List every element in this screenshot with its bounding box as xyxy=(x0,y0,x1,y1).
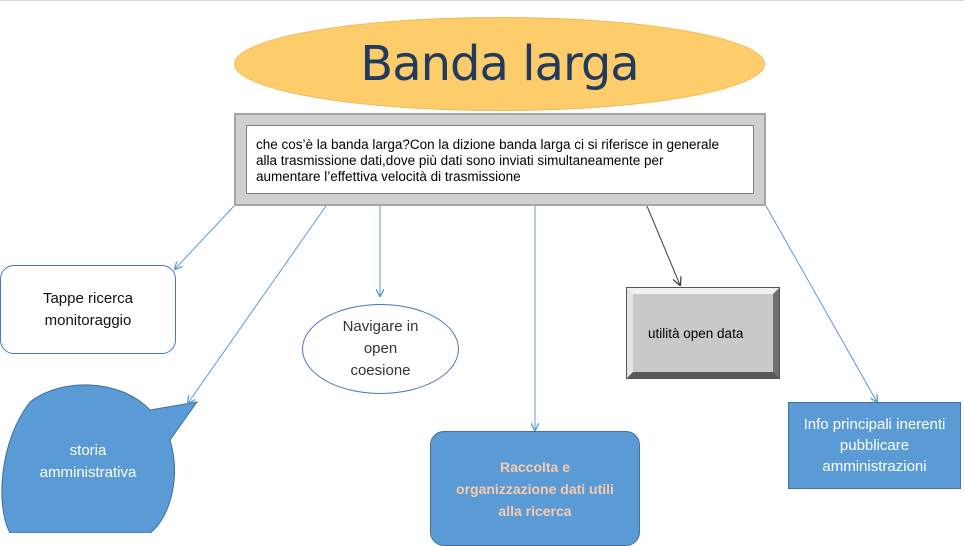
connector-open-data xyxy=(646,205,680,285)
node-info-line: pubblicare xyxy=(839,437,910,454)
node-info-line: amministrazioni xyxy=(822,458,927,475)
connector-info xyxy=(765,205,877,402)
definition-line: alla trasmissione dati,dove più dati son… xyxy=(256,153,664,168)
definition-text-area: che cos’è la banda larga?Con la dizione … xyxy=(246,125,754,194)
diagram-title: Banda larga xyxy=(360,36,639,92)
title-ellipse[interactable]: Banda larga xyxy=(234,17,765,111)
node-raccolta-dati[interactable]: Raccolta e organizzazione dati utili all… xyxy=(430,431,640,546)
node-tappe-ricerca[interactable]: Tappe ricerca monitoraggio xyxy=(0,265,176,354)
connector-storia xyxy=(188,205,327,403)
node-raccolta-line: organizzazione dati utili xyxy=(456,481,614,497)
node-tappe-line: Tappe ricerca xyxy=(42,289,134,307)
storia-bubble-shape[interactable] xyxy=(1,384,199,533)
node-storia-line: storia xyxy=(69,442,107,459)
node-navigare-line: Navigare in xyxy=(342,318,419,335)
connector-tappe xyxy=(175,205,235,269)
node-navigare-open-coesione[interactable]: Navigare in open coesione xyxy=(302,304,459,394)
node-raccolta-line: Raccolta e xyxy=(499,459,571,475)
node-tappe-line: monitoraggio xyxy=(44,311,132,329)
node-storia-line: amministrativa xyxy=(39,464,137,481)
definition-line: che cos’è la banda larga?Con la dizione … xyxy=(256,137,720,152)
node-raccolta-line: alla ricerca xyxy=(498,503,572,519)
node-open-data[interactable]: utilità open data xyxy=(626,287,780,379)
node-storia-amministrativa: storia amministrativa xyxy=(18,440,158,484)
node-navigare-line: open xyxy=(363,340,398,357)
top-border-line xyxy=(0,0,964,1)
connectors-layer xyxy=(1,205,964,533)
definition-box[interactable]: che cos’è la banda larga?Con la dizione … xyxy=(234,113,766,206)
node-open-data-label: utilità open data xyxy=(648,325,744,341)
definition-line: aumentare l’effettiva velocità di trasmi… xyxy=(256,169,521,184)
node-info-principali[interactable]: Info principali inerenti pubblicare ammi… xyxy=(788,402,961,489)
node-navigare-line: coesione xyxy=(350,362,411,379)
node-info-line: Info principali inerenti xyxy=(803,416,946,433)
